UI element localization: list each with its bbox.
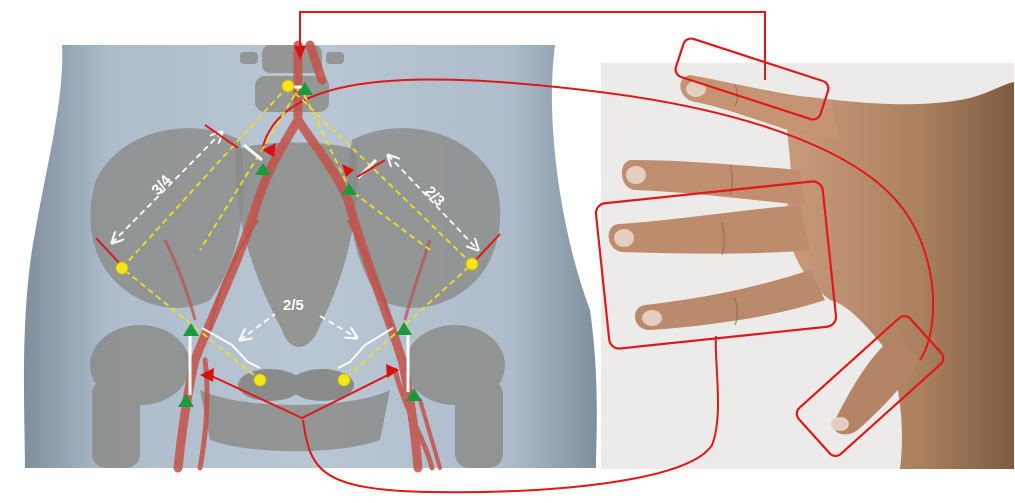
ratio-label-bottom: 2/5: [283, 297, 304, 314]
landmark-dot-bottom-left: [254, 374, 266, 386]
landmark-dot-left: [116, 262, 128, 274]
landmark-dot-top: [282, 80, 294, 92]
hand-photo: [601, 63, 1014, 469]
landmark-dot-bottom-right: [338, 374, 350, 386]
landmark-dot-right: [466, 258, 478, 270]
